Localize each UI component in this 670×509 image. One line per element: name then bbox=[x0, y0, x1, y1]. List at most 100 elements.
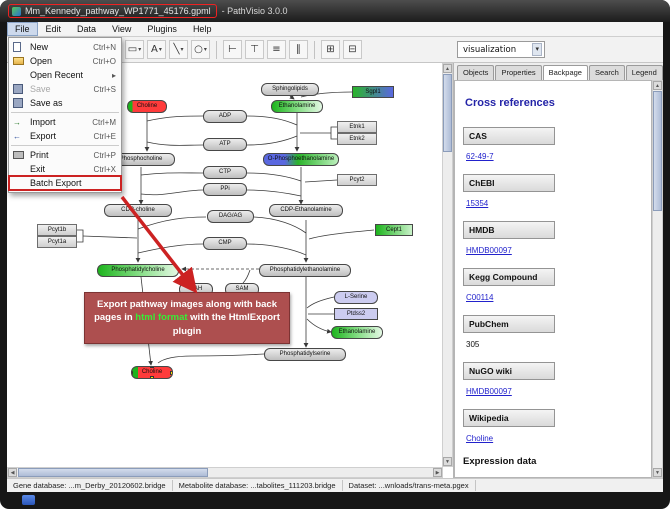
node-phosphatidylcholine[interactable]: Phosphatidylcholine bbox=[97, 264, 179, 277]
node-phosphatidylserine[interactable]: Phosphatidylserine bbox=[264, 348, 346, 361]
backpage-value-kegg-compound[interactable]: C00114 bbox=[466, 293, 494, 302]
stack-vertical-button[interactable]: ⊟ bbox=[342, 40, 362, 59]
datanode-tool[interactable]: ▭▾ bbox=[124, 40, 144, 59]
node-ptdss2[interactable]: Ptdss2 bbox=[334, 308, 378, 320]
selection-handle[interactable] bbox=[132, 367, 133, 368]
backpage-value-chebi[interactable]: 15354 bbox=[466, 199, 489, 208]
node-choline[interactable]: Choline bbox=[127, 100, 167, 113]
canvas-horizontal-scrollbar[interactable]: ◀ ▶ bbox=[7, 467, 443, 478]
node-ethanolamine[interactable]: Ethanolamine bbox=[271, 100, 323, 113]
align-center-vertical-button[interactable]: ∥ bbox=[288, 40, 308, 59]
align-center-horizontal-button[interactable]: ≡ bbox=[266, 40, 286, 59]
node-phosphatidylethanolamine[interactable]: Phosphatidylethanolamine bbox=[259, 264, 351, 277]
node-pcyt1a[interactable]: Pcyt1a bbox=[37, 236, 77, 248]
node-ctp[interactable]: CTP bbox=[203, 166, 247, 179]
backpage-header-pubchem: PubChem bbox=[463, 315, 555, 333]
tab-properties[interactable]: Properties bbox=[495, 65, 542, 80]
selection-handle[interactable] bbox=[170, 376, 172, 378]
line-tool[interactable]: ╲▾ bbox=[168, 40, 188, 59]
backpage-header-cas: CAS bbox=[463, 127, 555, 145]
node-ethanolamine[interactable]: Ethanolamine bbox=[331, 326, 383, 339]
menu-file[interactable]: File bbox=[7, 22, 38, 36]
scroll-up-icon[interactable]: ▲ bbox=[443, 64, 452, 73]
node-dag-ag[interactable]: DAG/AG bbox=[207, 210, 254, 223]
export-arrow-icon bbox=[13, 132, 21, 141]
pathway-edges bbox=[77, 91, 375, 366]
file-menu-label: Save as bbox=[30, 98, 63, 108]
scrollbar-thumb[interactable] bbox=[443, 74, 452, 152]
scroll-up-icon[interactable]: ▲ bbox=[653, 81, 662, 90]
node-pcyt2[interactable]: Pcyt2 bbox=[337, 174, 377, 186]
scrollbar-thumb[interactable] bbox=[18, 468, 208, 477]
menu-separator bbox=[11, 145, 119, 146]
node-l-serine[interactable]: L-Serine bbox=[334, 291, 378, 304]
backpage-value-wikipedia[interactable]: Choline bbox=[466, 434, 494, 443]
panel-vertical-scrollbar[interactable]: ▲ ▼ bbox=[652, 80, 663, 478]
titlebar[interactable]: Mm_Kennedy_pathway_WP1771_45176.gpml - P… bbox=[0, 0, 670, 22]
align-top-button[interactable]: ⊤ bbox=[244, 40, 264, 59]
align-left-button[interactable]: ⊢ bbox=[222, 40, 242, 59]
canvas-vertical-scrollbar[interactable]: ▲ ▼ bbox=[442, 63, 453, 467]
file-menu-label: Print bbox=[30, 150, 49, 160]
menu-data[interactable]: Data bbox=[77, 24, 97, 34]
backpage-value-nugo-wiki[interactable]: HMDB00097 bbox=[466, 387, 512, 396]
node-adp[interactable]: ADP bbox=[203, 110, 247, 123]
scroll-down-icon[interactable]: ▼ bbox=[653, 468, 662, 477]
selection-handle[interactable] bbox=[170, 370, 172, 375]
menu-plugins[interactable]: Plugins bbox=[147, 24, 177, 34]
menu-view[interactable]: View bbox=[112, 24, 132, 34]
visualization-combo[interactable]: visualization ▾ bbox=[457, 41, 545, 58]
menu-shortcut: Ctrl+X bbox=[93, 164, 116, 174]
file-menu-item-open-recent[interactable]: Open Recent▸ bbox=[9, 68, 121, 82]
scrollbar-thumb[interactable] bbox=[653, 91, 662, 211]
node-cdp-choline[interactable]: CDP-choline bbox=[104, 204, 172, 217]
node-ppi[interactable]: PPi bbox=[203, 183, 247, 196]
node-sphingolipids[interactable]: Sphingolipids bbox=[261, 83, 319, 96]
tab-legend[interactable]: Legend bbox=[625, 65, 663, 80]
stack-horizontal-button[interactable]: ⊞ bbox=[320, 40, 340, 59]
menu-help[interactable]: Help bbox=[192, 24, 212, 34]
file-menu-item-save-as[interactable]: Save as bbox=[9, 96, 121, 110]
datanode-tool-icon: ▭ bbox=[127, 44, 138, 55]
menu-edit[interactable]: Edit bbox=[45, 24, 62, 34]
caret-down-icon: ▾ bbox=[158, 46, 162, 53]
selection-handle[interactable] bbox=[150, 367, 154, 368]
backpage-value-hmdb[interactable]: HMDB00097 bbox=[466, 246, 512, 255]
tab-objects[interactable]: Objects bbox=[457, 65, 495, 80]
node-etnk2[interactable]: Etnk2 bbox=[337, 133, 377, 145]
shape-tool[interactable]: ○▾ bbox=[190, 40, 210, 59]
new-document-icon bbox=[13, 42, 21, 52]
scroll-down-icon[interactable]: ▼ bbox=[443, 457, 452, 466]
node-cept1[interactable]: Cept1 bbox=[375, 224, 413, 236]
selection-handle[interactable] bbox=[170, 367, 172, 368]
selection-handle[interactable] bbox=[132, 376, 133, 378]
node-cmp[interactable]: CMP bbox=[203, 237, 247, 250]
node-atp[interactable]: ATP bbox=[203, 138, 247, 151]
node-choline[interactable]: Choline bbox=[131, 366, 173, 379]
tab-backpage[interactable]: Backpage bbox=[542, 65, 588, 80]
tab-search[interactable]: Search bbox=[588, 65, 625, 80]
selection-handle[interactable] bbox=[150, 376, 154, 378]
scroll-right-icon[interactable]: ▶ bbox=[433, 468, 442, 477]
scroll-left-icon[interactable]: ◀ bbox=[8, 468, 17, 477]
node-o-phosphoethanolamine[interactable]: O-Phosphoethanolamine bbox=[263, 153, 339, 166]
backpage-header-hmdb: HMDB bbox=[463, 221, 555, 239]
node-pcyt1b[interactable]: Pcyt1b bbox=[37, 224, 77, 236]
node-etnk1[interactable]: Etnk1 bbox=[337, 121, 377, 133]
file-menu-item-batch-export[interactable]: Batch Export bbox=[8, 175, 122, 191]
label-tool[interactable]: A▾ bbox=[146, 40, 166, 59]
backpage-header-nugo-wiki: NuGO wiki bbox=[463, 362, 555, 380]
selection-handle[interactable] bbox=[132, 370, 133, 375]
node-cdp-ethanolamine[interactable]: CDP-Ethanolamine bbox=[269, 204, 343, 217]
node-sgpl1[interactable]: Sgpl1 bbox=[352, 86, 394, 98]
backpage-value-cas[interactable]: 62-49-7 bbox=[466, 152, 494, 161]
